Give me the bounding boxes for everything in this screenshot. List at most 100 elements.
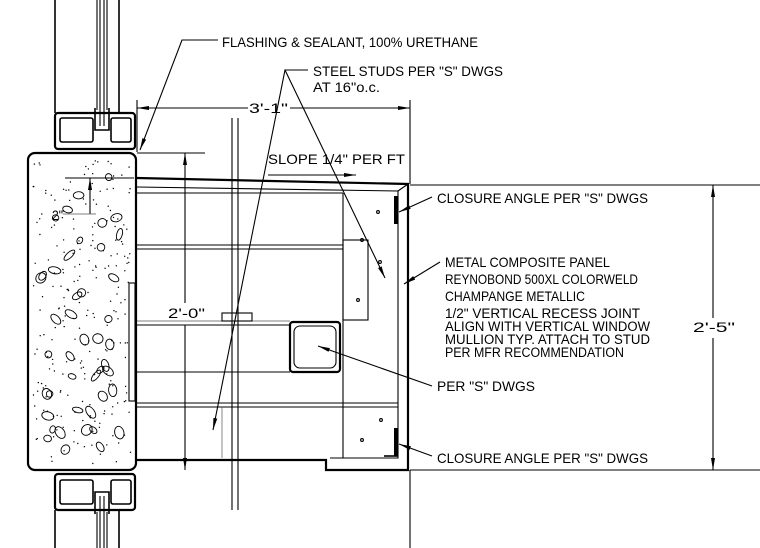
closure-angle-top [394, 196, 398, 224]
aggregate-dot [93, 316, 96, 319]
dimension-text: 2'-5" [693, 319, 735, 335]
aggregate-dot [62, 239, 65, 241]
aggregate-dot [106, 444, 108, 446]
aggregate-pebble [47, 266, 62, 275]
window-mullion-top [53, 0, 138, 152]
aggregate-dot [94, 265, 97, 267]
aggregate-pebble [65, 351, 75, 362]
aggregate-dot [58, 308, 60, 310]
aggregate-dot [104, 349, 107, 351]
aggregate-dot [91, 182, 93, 185]
aggregate-dot [62, 188, 65, 190]
aggregate-dot [35, 438, 37, 441]
aggregate-dot [42, 387, 44, 389]
aggregate-dot [45, 351, 48, 353]
aggregate-dot [59, 391, 62, 393]
aggregate-dot [112, 178, 114, 181]
aggregate-dot [36, 437, 38, 440]
aggregate-pebble [60, 444, 71, 455]
aggregate-dot [91, 226, 94, 228]
concrete-wall [26, 151, 138, 472]
aggregate-dot [73, 228, 75, 230]
aggregate-dot [45, 396, 47, 398]
aggregate-dot [82, 366, 85, 368]
note-slope: SLOPE 1/4" PER FT [268, 151, 405, 177]
aggregate-dot [33, 163, 36, 165]
aggregate-pebble [41, 388, 53, 400]
aggregate-dot [51, 358, 54, 361]
aggregate-dot [128, 192, 130, 194]
aggregate-dot [111, 413, 113, 415]
aggregate-dot [92, 269, 94, 271]
aggregate-dot [95, 266, 97, 268]
dimension-offset: 2" [52, 177, 134, 223]
aggregate-dot [79, 362, 82, 364]
aggregate-dot [92, 312, 94, 315]
aggregate-pebble [96, 365, 105, 374]
aggregate-dot [32, 285, 35, 287]
aggregate-dot [68, 189, 70, 191]
aggregate-dot [83, 173, 86, 176]
aggregate-dot [38, 162, 40, 164]
aggregate-dot [47, 259, 50, 261]
aggregate-dot [46, 410, 49, 412]
aggregate-dot [74, 358, 76, 360]
aggregate-pebble [101, 358, 110, 372]
aggregate-dot [112, 406, 114, 408]
aggregate-pebble [63, 249, 76, 261]
aggregate-dot [124, 385, 127, 388]
aggregate-dot [53, 272, 56, 274]
vertical-stud [342, 239, 369, 321]
aggregate-dot [89, 404, 91, 406]
glazing-channel [94, 491, 110, 514]
aggregate-dot [115, 265, 118, 267]
panel-inner-outline [136, 186, 399, 459]
aggregate-dot [77, 242, 79, 245]
fastener [356, 298, 360, 302]
aggregate-dot [97, 161, 99, 163]
aggregate-pebble [80, 424, 93, 436]
aggregate-dot [117, 318, 119, 320]
aggregate-dot [79, 248, 81, 250]
aggregate-dot [92, 240, 94, 242]
aggregate-dot [84, 344, 87, 346]
aggregate-dot [123, 434, 126, 436]
glazing-channel [94, 108, 110, 131]
mullion-chamber [110, 479, 132, 505]
aggregate-dot [106, 350, 108, 352]
aggregate-dot [94, 247, 96, 249]
aggregate-dot [39, 233, 41, 236]
aggregate-dot [72, 252, 74, 254]
aggregate-dot [45, 189, 47, 192]
note-text: METAL COMPOSITE PANEL [445, 254, 610, 270]
aggregate-dot [52, 436, 55, 438]
aggregate-pebble [67, 373, 77, 380]
dimension-overall-height: 2'-5" [410, 184, 760, 471]
fastener [376, 210, 380, 214]
aggregate-pebble [54, 426, 66, 439]
aggregate-dot [43, 409, 45, 411]
aggregate-dot [129, 253, 131, 255]
aggregate-pebble [95, 441, 105, 453]
note-text: PER MFR RECOMMENDATION [445, 345, 624, 360]
aggregate-dot [41, 213, 43, 215]
aggregate-dot [121, 243, 124, 245]
aggregate-dot [80, 367, 83, 369]
aggregate-dot [88, 260, 90, 262]
aggregate-dot [63, 251, 65, 253]
aggregate-dot [95, 203, 98, 205]
aggregate-dot [125, 400, 127, 402]
note-text: MULLION TYP. ATTACH TO STUD [445, 332, 650, 347]
aggregate-dot [106, 324, 108, 326]
aggregate-dot [107, 205, 109, 207]
aggregate-pebble [90, 369, 102, 382]
aggregate-dot [114, 225, 116, 228]
note-per-s-dwgs: PER "S" DWGS [317, 345, 535, 394]
aggregate-dot [88, 340, 90, 342]
aggregate-dot [92, 173, 94, 175]
aggregate-dot [62, 426, 64, 428]
aggregate-dot [37, 381, 39, 384]
aggregate-dot [89, 350, 91, 353]
aggregate-dot [126, 262, 128, 264]
